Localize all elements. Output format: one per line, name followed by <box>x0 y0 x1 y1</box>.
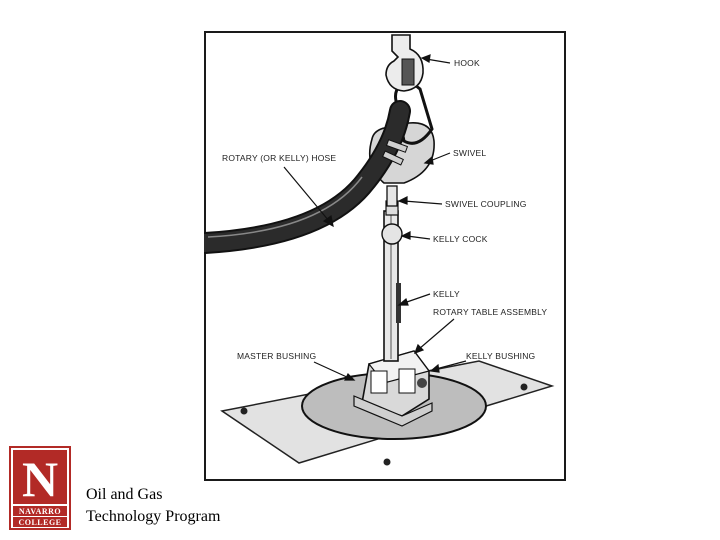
leader-rotary-hose <box>283 166 330 222</box>
label-rotary-hose: ROTARY (OR KELLY) HOSE <box>222 153 336 163</box>
bushing-roller <box>417 378 427 388</box>
leader-lines <box>283 54 467 381</box>
bolt-4 <box>520 383 528 391</box>
arrow-kelly-bushing <box>429 363 440 373</box>
hose-band-2 <box>382 150 404 166</box>
logo-n-block <box>13 450 67 504</box>
leader-kelly-cock <box>406 235 431 240</box>
label-swivel-coupling: SWIVEL COUPLING <box>445 199 527 209</box>
hook-tongue <box>401 58 415 86</box>
program-line-2: Technology Program <box>86 508 221 525</box>
arrow-kelly-cock <box>400 231 411 240</box>
bushing-pin-right <box>398 368 416 394</box>
program-title: Oil and Gas Technology Program <box>86 484 220 528</box>
logo-svg: N NAVARRO COLLEGE <box>9 446 71 530</box>
leader-swivel <box>429 152 451 162</box>
arrow-master-bushing <box>344 372 356 381</box>
arrow-hook <box>420 54 431 63</box>
kelly-cock-valve <box>381 223 403 245</box>
label-rotary-table-assembly: ROTARY TABLE ASSEMBLY <box>433 307 547 317</box>
diagram-svg: HOOK SWIVEL ROTARY (OR KELLY) HOSE SWIVE… <box>204 31 566 481</box>
label-kelly-bushing: KELLY BUSHING <box>466 351 535 361</box>
label-kelly-cock: KELLY COCK <box>433 234 488 244</box>
label-kelly: KELLY <box>433 289 460 299</box>
leader-rotary-table <box>418 318 455 350</box>
logo-band-bottom <box>13 517 67 527</box>
logo-text-bottom: COLLEGE <box>18 518 61 527</box>
master-bushing-base <box>353 395 433 427</box>
bushing-pin-left <box>370 370 388 394</box>
logo-band-top <box>13 506 67 516</box>
label-swivel: SWIVEL <box>453 148 486 158</box>
arrow-swivel-coupling <box>397 196 408 205</box>
hose-band-1 <box>385 139 409 153</box>
leader-hook <box>425 58 451 64</box>
arrow-swivel <box>423 155 434 165</box>
leader-swivel-coupling <box>403 200 443 205</box>
arrow-rotary-table <box>413 343 425 355</box>
arrow-rotary-hose <box>322 214 334 228</box>
leader-kelly-bushing <box>435 360 467 370</box>
arrow-kelly <box>397 297 409 306</box>
leader-master-bushing <box>313 361 350 379</box>
logo-letter: N <box>22 451 58 507</box>
bolt-3 <box>383 458 391 466</box>
program-line-1: Oil and Gas <box>86 486 163 503</box>
label-master-bushing: MASTER BUSHING <box>237 351 316 361</box>
navarro-college-logo: N NAVARRO COLLEGE <box>9 446 71 530</box>
label-hook: HOOK <box>454 58 480 68</box>
drilling-rig-diagram: HOOK SWIVEL ROTARY (OR KELLY) HOSE SWIVE… <box>204 31 566 481</box>
leader-kelly <box>403 293 431 304</box>
logo-text-top: NAVARRO <box>19 507 61 516</box>
rotary-hose <box>204 102 409 252</box>
bolt-1 <box>240 407 248 415</box>
kelly-shadow <box>396 283 401 323</box>
rotary-hose-highlight <box>207 176 363 238</box>
swivel-coupling <box>386 185 398 207</box>
